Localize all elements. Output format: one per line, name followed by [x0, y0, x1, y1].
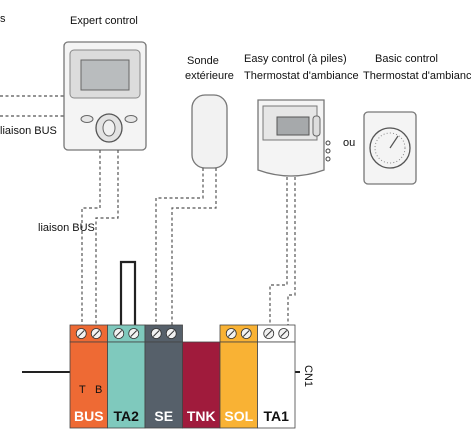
basic-control-title: Basic control — [375, 53, 438, 65]
terminal-label: TNK — [187, 408, 216, 424]
terminal-sub-label: B — [95, 384, 102, 396]
screw-icon — [90, 328, 102, 339]
terminal-label: BUS — [74, 408, 104, 424]
terminal-body — [69, 341, 108, 429]
terminal-label: SE — [154, 408, 173, 424]
terminal-body — [257, 341, 296, 429]
expert-screen — [80, 59, 130, 91]
screw-icon — [165, 328, 177, 339]
bus-wires-expert — [81, 150, 119, 325]
outdoor-sensor-wires — [155, 168, 217, 325]
easy-control-device — [257, 99, 331, 177]
liaison-bus-label-top: liaison BUS — [0, 125, 57, 137]
outdoor-sensor-device — [191, 94, 228, 169]
terminal-label: TA1 — [264, 408, 290, 424]
thermostat-label-2: Thermostat d'ambiance — [363, 70, 471, 82]
expert-control-device — [63, 41, 147, 151]
screw-icon — [113, 328, 125, 339]
corner-label-fragment: s — [0, 13, 6, 25]
thermostat-wires — [269, 177, 296, 325]
terminal-screw-cap — [257, 324, 296, 343]
ta2-jumper — [119, 260, 137, 325]
basic-control-device — [363, 111, 417, 185]
easy-control-title: Easy control (à piles) — [244, 53, 347, 65]
terminal-screw-cap — [107, 324, 146, 343]
sonde-title-line2: extérieure — [185, 70, 234, 82]
expert-right-button — [124, 115, 138, 123]
thermostat-label-1: Thermostat d'ambiance — [244, 70, 359, 82]
terminal-body — [144, 341, 183, 429]
terminal-screw-cap — [219, 324, 258, 343]
screw-icon — [75, 328, 87, 339]
easy-control-side-button — [312, 115, 321, 137]
screw-icon — [240, 328, 252, 339]
screw-icon — [150, 328, 162, 339]
expert-control-title: Expert control — [70, 15, 138, 27]
terminal-se: SE — [144, 324, 183, 429]
screw-icon — [278, 328, 290, 339]
cn1-connector-label: CN1 — [302, 365, 314, 387]
terminal-tnk: TNK — [182, 341, 221, 429]
terminal-sol: SOL — [219, 324, 258, 429]
terminal-label: TA2 — [114, 408, 140, 424]
terminal-body — [107, 341, 146, 429]
or-label: ou — [343, 137, 355, 149]
terminal-label: SOL — [224, 408, 253, 424]
terminal-screw-cap — [69, 324, 108, 343]
terminal-screw-cap — [144, 324, 183, 343]
screw-icon — [263, 328, 275, 339]
screw-icon — [128, 328, 140, 339]
terminal-ta1: TA1 — [257, 324, 296, 429]
easy-control-screen — [276, 116, 310, 136]
terminal-sub-label: T — [79, 384, 86, 396]
sonde-title-line1: Sonde — [187, 55, 219, 67]
expert-left-button — [80, 115, 94, 123]
liaison-bus-label-bottom: liaison BUS — [38, 222, 95, 234]
terminal-ta2: TA2 — [107, 324, 146, 429]
screw-icon — [225, 328, 237, 339]
terminal-body — [182, 341, 221, 429]
